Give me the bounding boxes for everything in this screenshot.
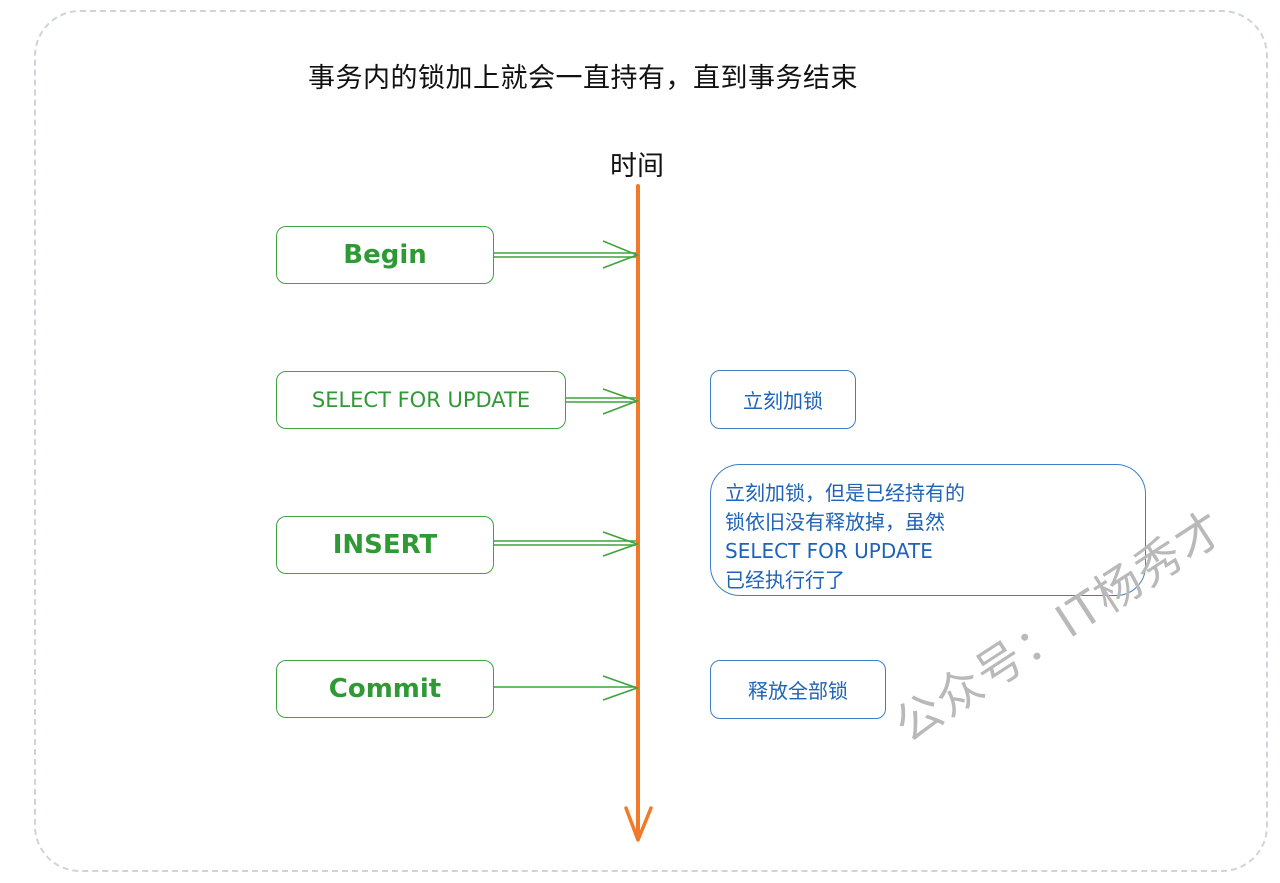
note-lock-held-line: 锁依旧没有释放掉，虽然 <box>725 510 945 534</box>
note-release-all-locks-text: 释放全部锁 <box>748 679 848 703</box>
note-release-all-locks: 释放全部锁 <box>710 660 886 719</box>
step-commit: Commit <box>276 660 494 718</box>
note-lock-immediately-text: 立刻加锁 <box>743 389 823 413</box>
select-connector <box>566 388 640 415</box>
note-lock-held-line: SELECT FOR UPDATE <box>725 539 933 563</box>
note-lock-held-line: 立刻加锁，但是已经持有的 <box>725 481 965 505</box>
insert-connector <box>494 531 640 557</box>
begin-connector <box>494 240 640 269</box>
timeline-arrowhead <box>624 806 653 842</box>
note-lock-immediately: 立刻加锁 <box>710 370 856 429</box>
timeline-label: 时间 <box>610 151 664 182</box>
step-insert: INSERT <box>276 516 494 574</box>
diagram-title: 事务内的锁加上就会一直持有，直到事务结束 <box>308 63 858 94</box>
step-begin: Begin <box>276 226 494 284</box>
note-lock-held: 立刻加锁，但是已经持有的 锁依旧没有释放掉，虽然 SELECT FOR UPDA… <box>710 464 1146 596</box>
diagram-frame <box>34 10 1268 872</box>
commit-connector <box>494 675 640 701</box>
note-lock-held-line: 已经执行行了 <box>725 568 845 592</box>
step-select-for-update: SELECT FOR UPDATE <box>276 371 566 429</box>
